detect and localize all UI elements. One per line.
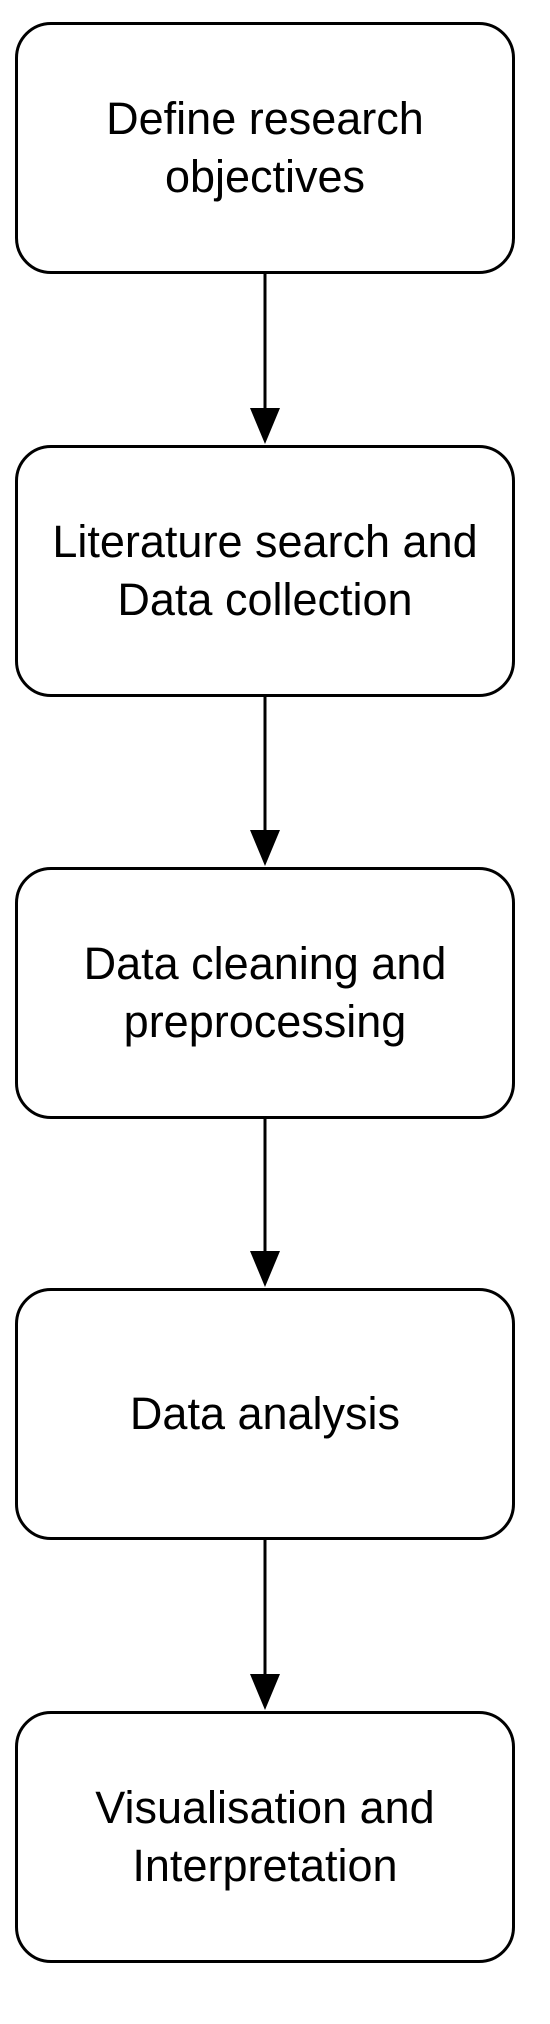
step-data-cleaning-preprocessing: Data cleaning and preprocessing <box>15 867 515 1119</box>
step-label: Visualisation and Interpretation <box>95 1782 435 1891</box>
step-data-analysis: Data analysis <box>15 1288 515 1540</box>
arrow-down-icon <box>250 697 280 866</box>
step-literature-search-data-collection: Literature search and Data collection <box>15 445 515 697</box>
step-label: Data analysis <box>129 1388 401 1439</box>
arrow-down-icon <box>250 1119 280 1287</box>
arrow-down-icon <box>250 1540 280 1710</box>
arrow-down-icon <box>250 274 280 444</box>
step-visualisation-interpretation: Visualisation and Interpretation <box>15 1711 515 1963</box>
step-label: Define research objectives <box>106 93 424 202</box>
step-label: Data cleaning and preprocessing <box>83 938 447 1047</box>
step-define-research-objectives: Define research objectives <box>15 22 515 274</box>
step-label: Literature search and Data collection <box>52 516 478 625</box>
